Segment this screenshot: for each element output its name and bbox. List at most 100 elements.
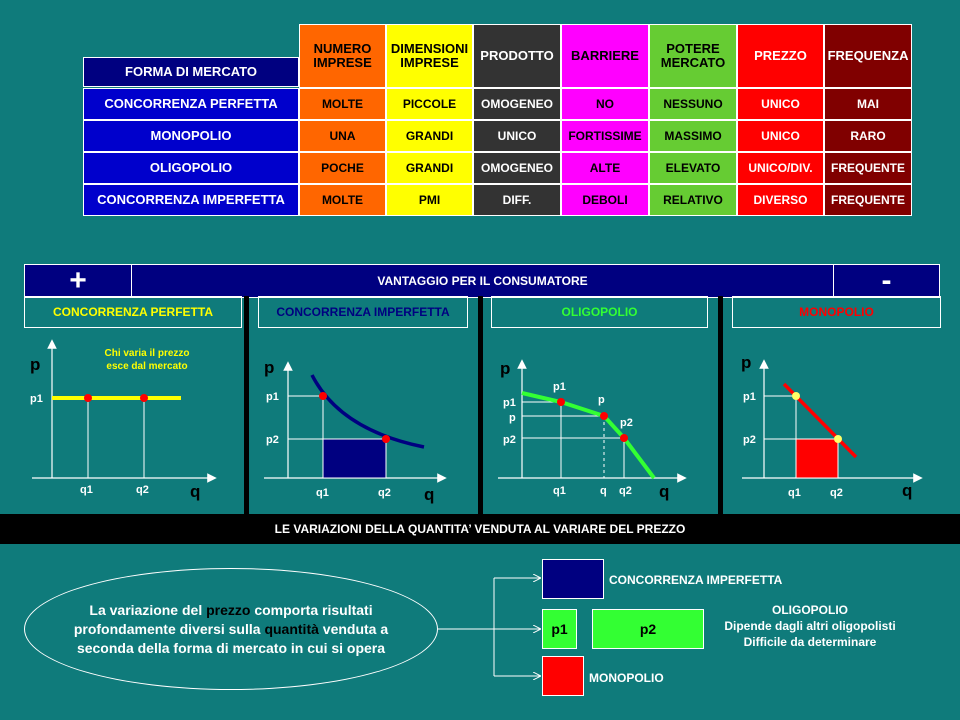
table-cell: OMOGENEO <box>473 152 561 184</box>
table-cell: ELEVATO <box>649 152 737 184</box>
p1-label: p1 <box>503 397 516 409</box>
table-cell: GRANDI <box>386 152 473 184</box>
table-cell: MOLTE <box>299 184 386 216</box>
table-cell: RELATIVO <box>649 184 737 216</box>
note-line-1: Chi varia il prezzo <box>104 348 189 359</box>
p-axis-label: p <box>741 353 751 372</box>
highlight-quantita: quantità <box>264 620 319 637</box>
table-cell: NESSUNO <box>649 88 737 120</box>
p1-label: p1 <box>743 391 756 403</box>
table-cell: FORTISSIME <box>561 120 649 152</box>
explanation-part: La variazione del <box>89 601 207 618</box>
quantity-variation-banner: LE VARIAZIONI DELLA QUANTITA’ VENDUTA AL… <box>0 514 960 544</box>
connector-arrows <box>438 570 546 690</box>
legend-oligo-p1-swatch: p1 <box>542 609 577 649</box>
table-cell: RARO <box>824 120 912 152</box>
graph-oligopoly: p p1 p1 p p p2 p2 q1 q q2 q <box>498 359 687 501</box>
table-cell: UNICO <box>737 88 824 120</box>
kinked-demand-curve <box>521 391 656 480</box>
table-cell: ALTE <box>561 152 649 184</box>
p-axis-label: p <box>500 359 510 378</box>
q1-label: q1 <box>316 487 329 499</box>
q1-label: q1 <box>553 485 566 497</box>
table-header-3: BARRIERE <box>561 24 649 88</box>
price-point <box>140 394 148 402</box>
table-cell: FREQUENTE <box>824 152 912 184</box>
legend-oligo-line1: Dipende dagli altri oligopolisti <box>724 619 896 633</box>
panel-separator <box>244 296 249 514</box>
q2-label: q2 <box>619 485 632 497</box>
table-row-label: MONOPOLIO <box>83 120 299 152</box>
panel-title-oligopoly: OLIGOPOLIO <box>491 296 708 328</box>
q2-label: q2 <box>830 487 843 499</box>
q-axis-label: q <box>659 482 669 501</box>
table-header-5: PREZZO <box>737 24 824 88</box>
table-cell: UNICO <box>737 120 824 152</box>
p2-point-label: p2 <box>620 417 633 429</box>
legend-oligo-p2-swatch: p2 <box>592 609 704 649</box>
p1-label: p1 <box>266 391 279 403</box>
q2-label: q2 <box>136 484 149 496</box>
table-cell: DEBOLI <box>561 184 649 216</box>
p-axis-label: p <box>30 355 40 374</box>
legend-monopoly-label: MONOPOLIO <box>589 671 664 685</box>
advantage-plus-box: + <box>24 264 132 298</box>
explanation-part: venduta a seconda della forma di mercato… <box>76 620 389 656</box>
market-graphs: p p1 q1 q2 q Chi varia il prezzo esce da… <box>30 339 923 504</box>
p1-label: p1 <box>30 393 43 405</box>
q1-label: q1 <box>788 487 801 499</box>
price-point <box>319 392 327 400</box>
price-point <box>382 435 390 443</box>
p-axis-label: p <box>264 358 274 377</box>
graph-imperfect-competition: p p1 p2 q1 q2 q <box>264 358 447 504</box>
table-cell: NO <box>561 88 649 120</box>
panel-separator <box>718 296 723 514</box>
graph-monopoly: p p1 p2 q1 q2 q <box>741 353 923 500</box>
explanation-part: comporta risultati profondamente diversi… <box>73 601 373 637</box>
table-cell: MOLTE <box>299 88 386 120</box>
table-cell: PMI <box>386 184 473 216</box>
legend-monopoly-swatch <box>542 656 584 696</box>
table-row-label: OLIGOPOLIO <box>83 152 299 184</box>
p2-label: p2 <box>503 434 516 446</box>
table-header-2: PRODOTTO <box>473 24 561 88</box>
table-header-1: DIMENSIONI IMPRESE <box>386 24 473 88</box>
q-axis-label: q <box>424 485 434 504</box>
panel-title-perfect: CONCORRENZA PERFETTA <box>24 296 242 328</box>
table-row-label: CONCORRENZA PERFETTA <box>83 88 299 120</box>
table-header-4: POTERE MERCATO <box>649 24 737 88</box>
table-cell: UNA <box>299 120 386 152</box>
table-cell: GRANDI <box>386 120 473 152</box>
advantage-minus-box: - <box>833 264 940 298</box>
price-point <box>557 398 565 406</box>
table-header-6: FREQUENZA <box>824 24 912 88</box>
table-cell: MAI <box>824 88 912 120</box>
panel-title-monopoly: MONOPOLIO <box>732 296 941 328</box>
revenue-area <box>795 438 839 479</box>
legend-oligo-title: OLIGOPOLIO <box>771 603 848 617</box>
price-point <box>620 434 628 442</box>
price-point <box>834 435 842 443</box>
legend-imperfect-label: CONCORRENZA IMPERFETTA <box>609 573 783 587</box>
table-cell: DIVERSO <box>737 184 824 216</box>
p2-label: p2 <box>266 434 279 446</box>
q-axis-label: q <box>190 482 200 501</box>
q1-label: q1 <box>80 484 93 496</box>
note-line-2: esce dal mercato <box>106 361 187 372</box>
panel-title-imperfect: CONCORRENZA IMPERFETTA <box>258 296 468 328</box>
price-point <box>84 394 92 402</box>
q-axis-label: q <box>902 481 912 500</box>
legend-imperfect-swatch <box>542 559 604 599</box>
advantage-title: VANTAGGIO PER IL CONSUMATORE <box>131 264 834 298</box>
price-point <box>600 412 608 420</box>
table-cell: MASSIMO <box>649 120 737 152</box>
table-header-0: NUMERO IMPRESE <box>299 24 386 88</box>
legend-oligo-line2: Difficile da determinare <box>743 635 877 649</box>
p-label: p <box>509 412 516 424</box>
table-cell: UNICO/DIV. <box>737 152 824 184</box>
p1-point-label: p1 <box>553 381 566 393</box>
explanation-ellipse: La variazione del prezzo comporta risult… <box>24 568 438 690</box>
q2-label: q2 <box>378 487 391 499</box>
table-cell: FREQUENTE <box>824 184 912 216</box>
price-point <box>792 392 800 400</box>
